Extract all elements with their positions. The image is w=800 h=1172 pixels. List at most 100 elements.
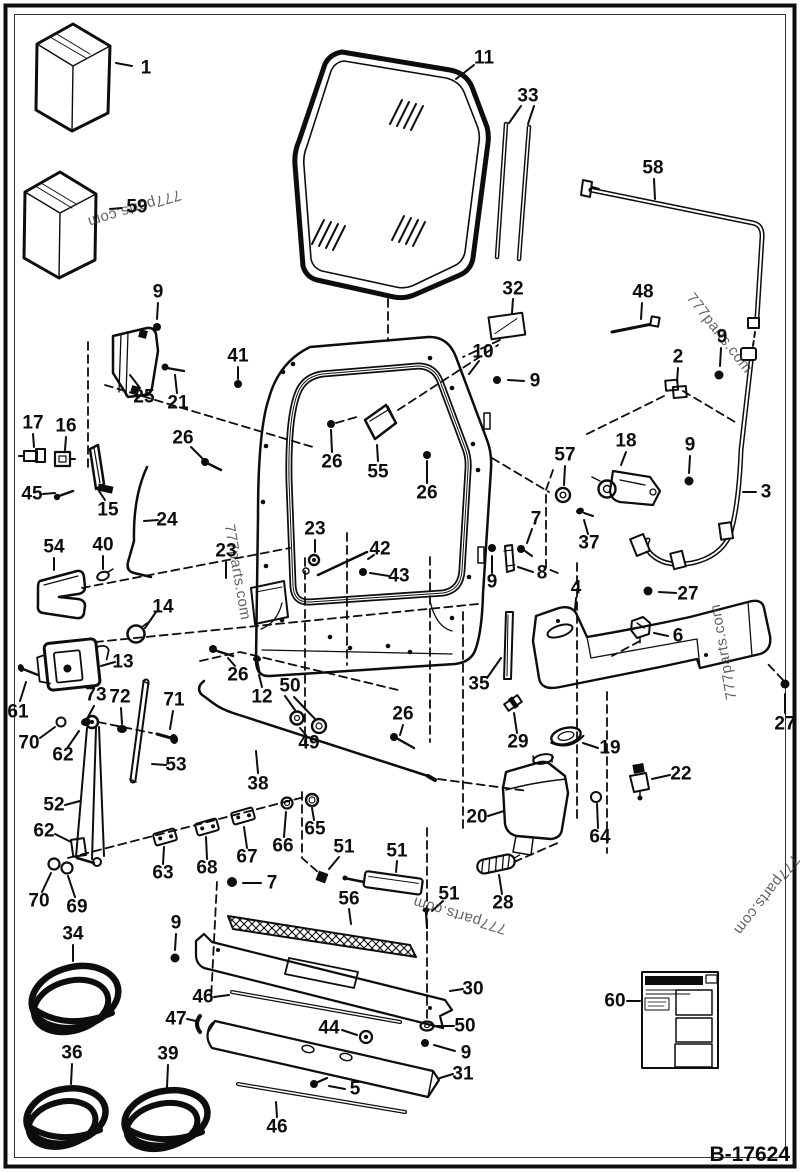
page-border [3,3,797,1169]
callout-label: 20 [466,807,487,828]
callout-label: 9 [685,435,696,456]
leader-line [283,811,287,838]
clip-40 [96,568,114,582]
callout-label: 29 [507,732,528,753]
leader-line [169,710,174,730]
callout-label: 63 [152,863,173,884]
plate-32 [487,311,527,341]
leader-line [54,833,72,843]
leader-line [129,374,141,389]
callout-label: 7 [267,873,278,894]
callout-label: 47 [165,1009,186,1030]
callout-label: 9 [461,1043,472,1064]
callout-label: 27 [677,584,698,605]
leader-line [439,1073,454,1079]
seal-strip-46-upper [230,990,402,1024]
washer-57 [554,486,572,504]
callout-label: 33 [517,86,538,107]
callout-label: 62 [52,745,73,766]
leader-line [486,657,502,679]
leader-line [719,347,722,367]
callout-label: 14 [152,597,174,618]
strip-35 [503,611,514,680]
callout-label: 60 [604,991,625,1012]
box-part-59 [22,170,98,280]
leader-line [166,1064,169,1088]
eyebolt-44 [358,1029,374,1045]
clip-2 [664,378,688,400]
leader-line [574,597,577,611]
leader-line [455,64,475,80]
callout-label: 18 [615,431,636,452]
callout-label: 9 [717,327,728,348]
leader-line [42,492,56,495]
clip-62 [69,837,88,858]
washers-70-69 [47,857,74,875]
leader-line [328,856,340,870]
callout-label: 67 [236,847,257,868]
cap-19 [550,726,585,747]
callout-label: 5 [350,1079,361,1100]
callout-label: 45 [21,484,43,505]
leader-line [258,674,263,688]
leader-line [399,724,404,736]
leader-line [433,1044,456,1052]
callout-label: 51 [333,837,355,858]
callout-label: 51 [386,841,408,862]
spacer-8-bolt-7 [503,544,534,573]
bolt-61 [17,664,40,677]
callout-label: 58 [642,158,663,179]
leader-line [70,1063,73,1085]
piece-47 [195,1014,202,1034]
callout-label: 26 [392,704,413,725]
callout-label: 61 [7,702,29,723]
callout-label: 25 [133,387,155,408]
leader-line [596,803,599,829]
leader-line [508,105,522,124]
leader-line [517,566,534,573]
screw-37 [576,507,594,517]
callout-label: 32 [502,279,523,300]
leader-line [64,800,81,806]
washer-50-bottom [419,1020,435,1032]
callout-label: 56 [338,889,359,910]
leader-line [227,657,236,667]
leader-line [115,62,133,67]
door-frame [250,335,493,678]
leader-line [341,1029,358,1036]
callout-label: 37 [578,533,599,554]
fitting-29 [503,694,523,712]
callout-label: 50 [279,676,300,697]
callout-label: 9 [153,282,164,303]
leader-line [87,705,95,718]
leader-line [213,994,230,998]
leader-line [39,726,56,739]
leader-line [498,874,503,895]
callout-label: 55 [367,462,389,483]
leader-line [32,433,35,448]
callout-label: 40 [92,535,113,556]
callout-label: 3 [761,482,772,503]
plate-55 [363,403,398,441]
callout-label: 9 [487,572,498,593]
callout-label: 44 [318,1018,340,1039]
callout-label: 51 [438,884,460,905]
callout-label: 50 [454,1016,475,1037]
panel-30 [194,932,454,1030]
callout-label: 49 [298,733,319,754]
nut-16 [53,450,76,468]
leader-line [205,836,208,860]
screw-21 [165,366,186,373]
leader-line [64,436,67,451]
leader-line [299,727,307,736]
leader-line [640,302,643,320]
gasket-coil-34 [28,962,122,1036]
connector-17 [18,448,46,463]
callout-label: 46 [266,1117,287,1138]
screw-45 [53,489,75,501]
leader-line [109,207,123,210]
clip-6 [630,616,651,644]
leader-line [186,1018,197,1022]
window-glass [292,49,491,301]
